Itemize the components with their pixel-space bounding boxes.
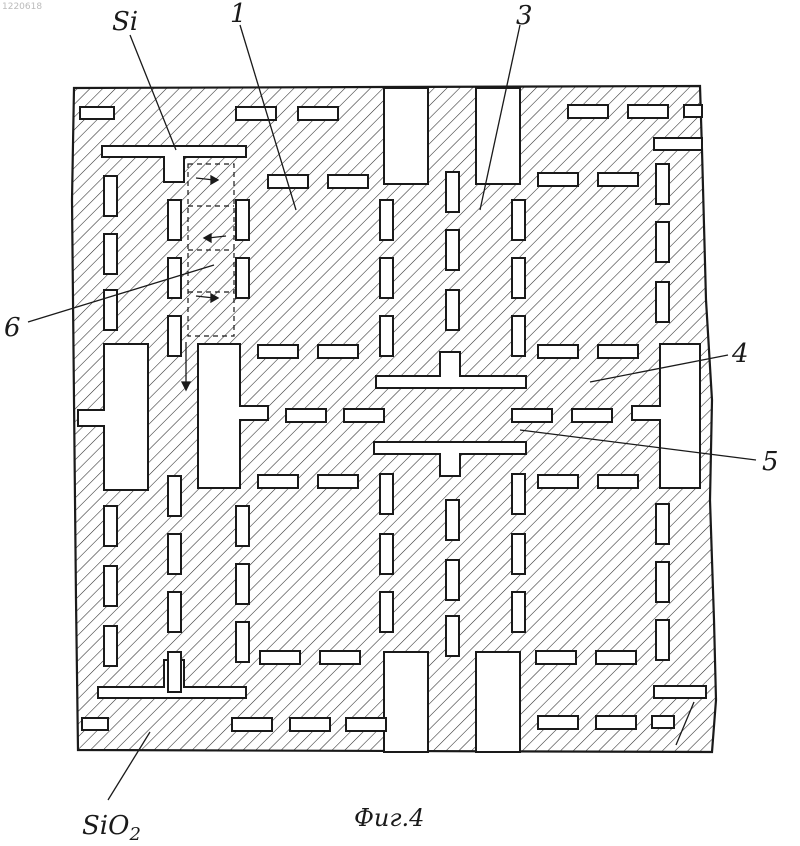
label-sio2: SiO2: [82, 811, 141, 845]
pad-bottom-center-left: [384, 652, 428, 752]
dash-row-d: [318, 475, 358, 488]
dash-col: [236, 564, 249, 604]
dash-col: [168, 476, 181, 516]
dash-bottom: [290, 718, 330, 731]
dash-bottom: [538, 716, 578, 729]
dash-col: [446, 172, 459, 212]
label-sio2-main: SiO: [82, 811, 129, 841]
dash-row-e: [596, 651, 636, 664]
dash-col: [512, 200, 525, 240]
dash-row-a: [328, 175, 368, 188]
dash-col: [656, 222, 669, 262]
dash-bottom: [232, 718, 272, 731]
pad-bottom-center-right: [476, 652, 520, 752]
dash-row-e: [320, 651, 360, 664]
dash-col: [380, 534, 393, 574]
dash-col: [168, 534, 181, 574]
dash-bottom: [82, 718, 108, 730]
dash-col: [168, 316, 181, 356]
dash-top: [236, 107, 276, 120]
dash-col: [512, 592, 525, 632]
dash-top: [568, 105, 608, 118]
dash-col: [656, 504, 669, 544]
corner-mark: 1220618: [2, 2, 42, 12]
dash-col: [512, 534, 525, 574]
label-6: 6: [4, 313, 21, 343]
dash-row-c: [512, 409, 552, 422]
dash-col: [236, 200, 249, 240]
dash-col: [104, 626, 117, 666]
dash-row-b: [258, 345, 298, 358]
dash-col: [380, 200, 393, 240]
dash-col: [656, 164, 669, 204]
dash-col: [380, 592, 393, 632]
label-si: Si: [112, 7, 138, 37]
label-3: 3: [516, 1, 533, 31]
dash-col: [104, 566, 117, 606]
dash-row-b: [318, 345, 358, 358]
dash-row-d: [598, 475, 638, 488]
dash-col: [512, 258, 525, 298]
dash-col: [656, 562, 669, 602]
dash-top: [298, 107, 338, 120]
dash-row-a: [598, 173, 638, 186]
pad-top-center-left: [384, 88, 428, 184]
dash-col: [446, 616, 459, 656]
dash-col: [104, 506, 117, 546]
dash-col: [512, 474, 525, 514]
bar-top-right: [654, 138, 702, 150]
dash-col: [380, 474, 393, 514]
dash-top: [684, 105, 702, 117]
dash-bottom: [596, 716, 636, 729]
dash-col: [656, 282, 669, 322]
dash-col: [446, 500, 459, 540]
dash-col: [446, 290, 459, 330]
label-1: 1: [230, 0, 247, 29]
dash-col: [168, 652, 181, 692]
dash-row-b: [538, 345, 578, 358]
figure-caption: Фиг.4: [354, 804, 424, 832]
dash-row-c: [344, 409, 384, 422]
dash-row-d: [538, 475, 578, 488]
dash-col: [446, 230, 459, 270]
dash-bottom: [346, 718, 386, 731]
dash-row-c: [286, 409, 326, 422]
dash-col: [236, 506, 249, 546]
dash-col: [512, 316, 525, 356]
dash-row-a: [538, 173, 578, 186]
dash-col: [380, 316, 393, 356]
dash-row-e: [260, 651, 300, 664]
dash-col: [236, 622, 249, 662]
dash-top: [628, 105, 668, 118]
dash-col: [236, 258, 249, 298]
dash-col: [104, 234, 117, 274]
pad-top-center-right: [476, 88, 520, 184]
dash-col: [380, 258, 393, 298]
dash-top: [80, 107, 114, 119]
dash-row-e: [536, 651, 576, 664]
dash-row-d: [258, 475, 298, 488]
label-5: 5: [762, 447, 779, 477]
dash-col: [446, 560, 459, 600]
dash-col: [104, 176, 117, 216]
dash-col: [168, 592, 181, 632]
dash-row-b: [598, 345, 638, 358]
dash-bottom: [652, 716, 674, 728]
label-sio2-sub: 2: [128, 824, 140, 845]
dash-row-c: [572, 409, 612, 422]
dash-col: [656, 620, 669, 660]
bar-bottom-right: [654, 686, 706, 698]
label-4: 4: [731, 339, 749, 369]
dash-col: [168, 200, 181, 240]
